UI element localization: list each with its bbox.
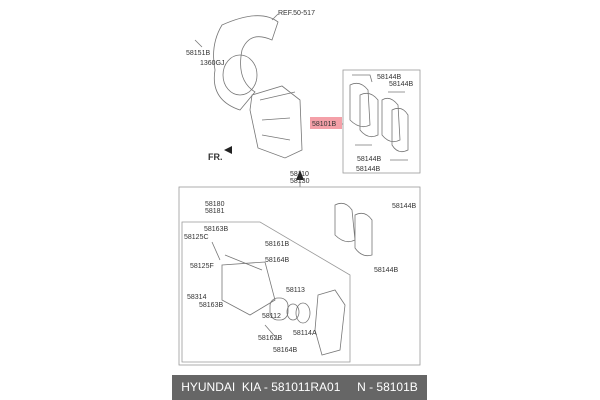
brake-pad-right: [381, 97, 409, 153]
brake-pad-left: [349, 82, 379, 138]
dust-shield: [213, 15, 279, 111]
label-58164B-1: 58164B: [265, 257, 289, 264]
front-arrow-icon: [224, 146, 232, 154]
label-58112: 58112: [262, 313, 281, 320]
label-58164B-2: 58164B: [273, 347, 297, 354]
label-58101B[interactable]: 58101B: [312, 121, 336, 128]
label-58144B-4: 58144B: [356, 166, 380, 173]
label-58162B: 58162B: [258, 335, 282, 342]
label-58125C: 58125C: [184, 234, 209, 241]
label-58163B-1: 58163B: [204, 226, 228, 233]
caliper-bracket: [314, 289, 346, 356]
caliper-body: [221, 261, 276, 316]
label-58114A: 58114A: [293, 330, 317, 337]
label-58180: 58180: [205, 201, 225, 208]
brake-pad-lower: [334, 202, 373, 257]
label-58144B-5: 58144B: [392, 203, 416, 210]
pad-kit-box-top: [342, 69, 421, 174]
label-58113: 58113: [286, 287, 305, 294]
label-1360GJ: 1360GJ: [200, 60, 225, 67]
hub-ring: [222, 54, 258, 96]
label-58144B-2: 58144B: [389, 81, 413, 88]
caliper-assembly: [249, 85, 303, 159]
label-58110: 58110: [290, 171, 309, 178]
label-58130: 58130: [290, 178, 310, 185]
highlight-58101B: [310, 117, 342, 129]
label-fr: FR.: [208, 152, 223, 162]
label-58144B-3: 58144B: [357, 156, 381, 163]
arrow-marker: [296, 170, 304, 180]
piston: [269, 297, 289, 321]
label-58125F: 58125F: [190, 263, 214, 270]
label-58163B-2: 58163B: [199, 302, 223, 309]
label-58161B: 58161B: [265, 241, 289, 248]
caliper-subkit-outline: [181, 221, 351, 363]
label-58314: 58314: [187, 294, 207, 301]
caliper-kit-box: [178, 186, 421, 366]
part-number-footer: HYUNDAI KIA - 581011RA01 N - 58101B: [172, 375, 427, 400]
piston-seal: [286, 303, 300, 321]
label-58181: 58181: [205, 208, 225, 215]
label-ref: REF.50-517: [278, 10, 315, 17]
label-58144B-6: 58144B: [374, 267, 398, 274]
label-58144B-1: 58144B: [377, 74, 401, 81]
label-58151B: 58151B: [186, 50, 210, 57]
dust-boot: [295, 302, 311, 324]
